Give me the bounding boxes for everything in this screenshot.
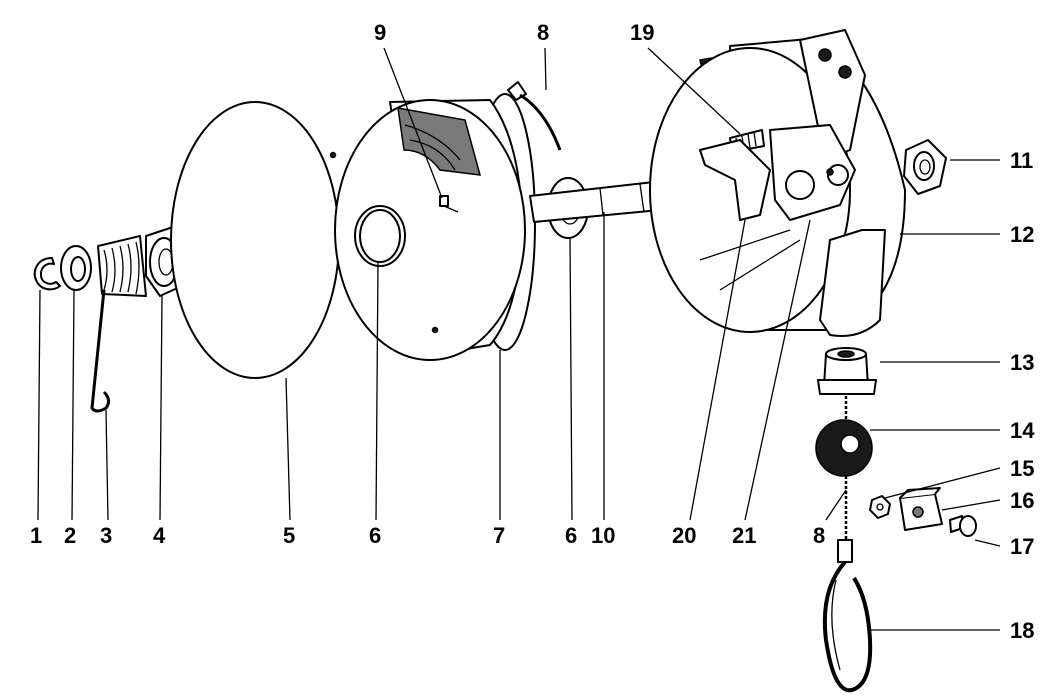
callout-4: 4	[153, 523, 166, 548]
callout-1: 1	[30, 523, 42, 548]
part-17-screw	[949, 515, 977, 537]
callout-16: 16	[1010, 488, 1034, 513]
part-7-drum	[329, 93, 536, 361]
callout-6b: 6	[565, 523, 577, 548]
callout-21: 21	[732, 523, 756, 548]
callout-2: 2	[64, 523, 76, 548]
callout-labels: 1 2 3 4 5 6 7 6 10 20 21 8 9 8 19 11 12 …	[30, 20, 1035, 643]
part-6-bushing-left	[359, 209, 401, 263]
callout-17: 17	[1010, 534, 1034, 559]
callout-8b: 8	[813, 523, 825, 548]
part-12-housing	[649, 29, 906, 337]
part-3-spring	[90, 235, 147, 413]
part-1-circlip	[33, 257, 61, 291]
part-15-small-nut	[869, 495, 891, 519]
callout-18: 18	[1010, 618, 1034, 643]
part-14-ball-stop	[815, 419, 873, 477]
callout-12: 12	[1010, 222, 1034, 247]
callout-14: 14	[1010, 418, 1035, 443]
part-20-pawl	[699, 139, 771, 221]
leader-lines	[37, 47, 1001, 631]
part-11-nut	[903, 139, 947, 195]
part-16-clamp-block	[899, 487, 943, 531]
callout-9: 9	[374, 20, 386, 45]
part-9-screw	[439, 195, 459, 213]
callout-11: 11	[1010, 148, 1033, 173]
callout-3: 3	[100, 523, 112, 548]
part-21-brake-mechanism	[769, 124, 856, 221]
part-2-washer	[60, 245, 92, 291]
callout-13: 13	[1010, 350, 1034, 375]
callout-10: 10	[591, 523, 615, 548]
callout-8a: 8	[537, 20, 549, 45]
part-18-snap-hook	[822, 539, 873, 693]
part-5-cover-disc	[170, 101, 340, 379]
callout-7: 7	[493, 523, 505, 548]
callout-5: 5	[283, 523, 295, 548]
part-8-cable-end	[507, 81, 562, 151]
callout-6a: 6	[369, 523, 381, 548]
callout-20: 20	[672, 523, 696, 548]
part-13-sleeve	[817, 347, 877, 395]
callout-19: 19	[630, 20, 654, 45]
callout-15: 15	[1010, 456, 1034, 481]
